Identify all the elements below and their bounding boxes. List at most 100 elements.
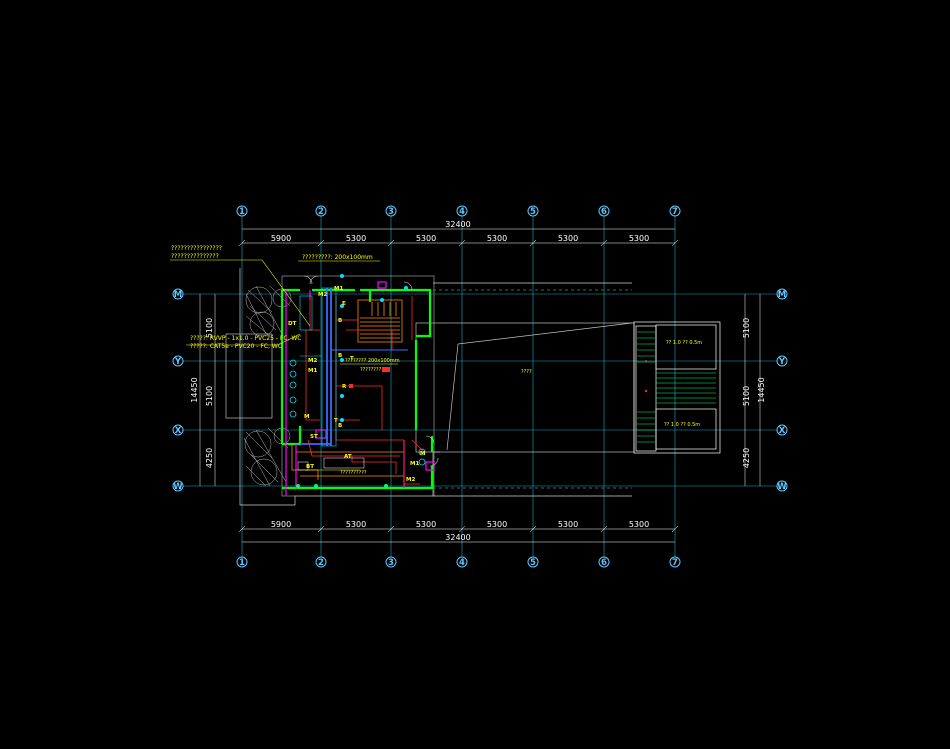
col-label-6: 6 [601, 207, 607, 217]
right-stair-treads [637, 331, 716, 443]
bottom-label: ?????????? [340, 470, 367, 476]
cable-label-1: ?????: RVVP - 1x1.0 - PVC25 - FC, WC [190, 335, 302, 342]
hatched-area-top [245, 285, 292, 337]
top-total: 32400 [445, 220, 470, 229]
row-label-y: Y [174, 357, 182, 367]
grid-lines [180, 216, 777, 557]
top-span-5: 5300 [558, 234, 578, 243]
col-label-2: 2 [318, 207, 324, 217]
code-b2: B [338, 353, 342, 359]
right-dimensions: 5100 5100 4250 14450 [742, 318, 766, 468]
code-b3: B [338, 423, 342, 429]
left-dimensions: 5100 5100 4250 14450 [190, 318, 214, 468]
cable-tray-cyan [299, 287, 337, 447]
col-label-7: 7 [672, 207, 678, 217]
code-st: ST [310, 434, 318, 440]
right-span-2: 5100 [742, 386, 751, 406]
devices [289, 274, 426, 488]
top-span-1: 5900 [271, 234, 291, 243]
bottom-dimensions: 5900 5300 5300 5300 5300 5300 32400 [271, 520, 649, 542]
col-label-6-bottom: 6 [601, 558, 607, 568]
code-e1: E [342, 301, 346, 307]
left-total: 14450 [190, 377, 199, 402]
tray-label-2: ???????? 200x100mm [345, 358, 400, 364]
bottom-span-1: 5900 [271, 520, 291, 529]
row-label-w: W [173, 482, 183, 492]
center-void-mark: ???? [521, 369, 532, 375]
code-m2-top: M2 [318, 292, 327, 298]
col-label-3: 3 [388, 207, 394, 217]
row-label-x: X [175, 426, 182, 436]
annotations: ???????????????? ??????????????? ???????… [171, 245, 400, 476]
cable-tray-blue [300, 288, 408, 446]
col-label-4-bottom: 4 [459, 558, 465, 568]
tray-label: ?????????: 200x100mm [302, 254, 373, 261]
row-axis-bubbles-right [776, 288, 788, 492]
col-label-3-bottom: 3 [388, 558, 394, 568]
stair-orange [291, 299, 404, 480]
left-span-3: 4250 [205, 448, 214, 468]
right-room-label-2: ?? 1.0 ?? 0.5m [664, 422, 700, 428]
right-span-3: 4250 [742, 448, 751, 468]
row-label-y-right: Y [778, 357, 786, 367]
note-top-1: ???????????????? [171, 245, 222, 252]
code-r: R [342, 384, 347, 390]
row-axis-labels-left: M Y X W [173, 290, 183, 492]
column-axis-labels-bottom: 1 2 3 4 5 6 7 [239, 558, 678, 568]
walls-green [280, 288, 434, 490]
code-t2: T [334, 418, 338, 424]
row-label-m-right: M [778, 290, 786, 300]
left-span-1: 5100 [205, 318, 214, 338]
col-label-2-bottom: 2 [318, 558, 324, 568]
col-label-5-bottom: 5 [530, 558, 536, 568]
row-label-x-right: X [779, 426, 786, 436]
code-b1: B [338, 318, 342, 324]
device-codes: M2 M1 DT M2 M1 ST M B B B R T T E M M1 M… [288, 286, 425, 483]
bottom-span-4: 5300 [487, 520, 507, 529]
code-m1-bottom: M1 [410, 461, 419, 467]
code-m-bottom: M [420, 451, 425, 457]
right-room-label-1: ?? 1.0 ?? 0.5m [666, 340, 702, 346]
code-t1: T [350, 356, 354, 362]
code-at: AT [344, 454, 352, 460]
door-swings [303, 275, 439, 467]
right-stair-dots [644, 360, 648, 393]
bottom-span-6: 5300 [629, 520, 649, 529]
col-label-5: 5 [530, 207, 536, 217]
col-label-1: 1 [239, 207, 245, 217]
column-axis-bubbles-bottom [236, 556, 681, 568]
leader-lines [170, 259, 398, 471]
row-axis-labels-right: M Y X W [777, 290, 787, 492]
code-m-left: M [304, 414, 309, 420]
bottom-total: 32400 [445, 533, 470, 542]
col-label-7-bottom: 7 [672, 558, 678, 568]
wiring-red [305, 296, 425, 485]
cable-label-2: ?????: CAT5e - PVC20 - FC, WC [190, 343, 282, 350]
right-span-1: 5100 [742, 318, 751, 338]
row-axis-bubbles-left [172, 288, 184, 492]
top-dimensions: 5900 5300 5300 5300 5300 5300 32400 [271, 220, 649, 243]
row-label-w-right: W [777, 482, 787, 492]
column-axis-bubbles-top [236, 205, 681, 217]
code-m2-mid: M2 [308, 358, 317, 364]
bottom-span-5: 5300 [558, 520, 578, 529]
code-dt: DT [288, 321, 297, 327]
left-span-2: 5100 [205, 386, 214, 406]
code-m1-mid: M1 [308, 368, 317, 374]
bottom-span-2: 5300 [346, 520, 366, 529]
col-label-4: 4 [459, 207, 465, 217]
right-total: 14450 [757, 377, 766, 402]
code-bt: BT [306, 464, 314, 470]
col-label-1-bottom: 1 [239, 558, 245, 568]
code-m2-bottom: M2 [406, 477, 415, 483]
top-span-6: 5300 [629, 234, 649, 243]
top-span-2: 5300 [346, 234, 366, 243]
column-axis-labels-top: 1 2 3 4 5 6 7 [239, 207, 678, 217]
terminal-label: ???????? [360, 367, 382, 373]
top-span-4: 5300 [487, 234, 507, 243]
bottom-span-3: 5300 [416, 520, 436, 529]
code-m1-top: M1 [334, 286, 343, 292]
note-top-2: ??????????????? [171, 253, 219, 260]
dimension-lines [199, 228, 761, 543]
